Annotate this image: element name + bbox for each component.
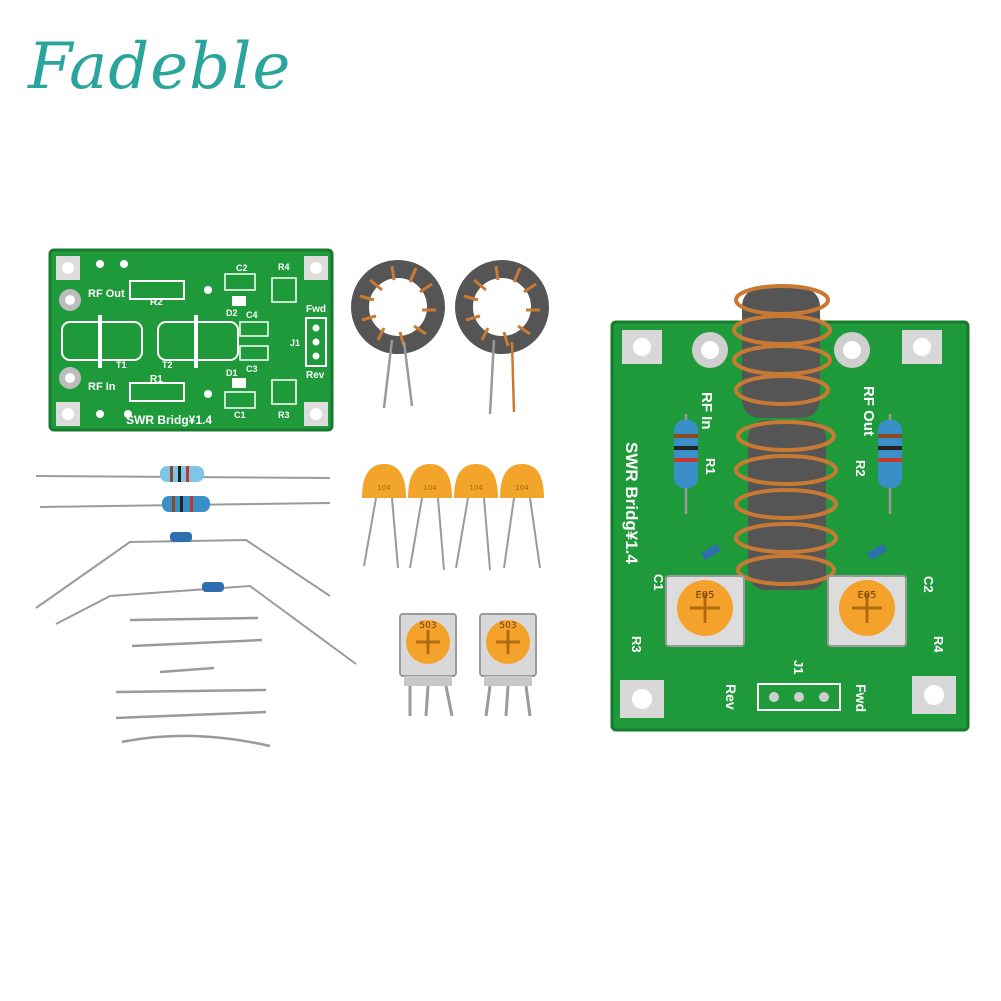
assembled-pcb: E05 E05 RF In RF Out R1 R2 C1 C2 R3 R4 J… [610,284,970,732]
bare-label-c1: C1 [234,410,246,420]
trimmer-marking-right: 503 [499,621,516,631]
board-label-r3: R3 [629,636,644,653]
bare-label-c2: C2 [236,263,248,273]
bare-label-rev: Rev [306,370,325,381]
board-label-r2: R2 [853,460,868,477]
trimmer-potentiometers: 503 503 [399,613,537,717]
bare-label-c4: C4 [246,310,258,320]
bare-label-r2: R2 [150,297,163,308]
board-label-rf-in: RF In [698,392,715,430]
bare-label-r4: R4 [278,262,290,272]
board-label-c2: C2 [921,576,936,593]
bare-label-t1: T1 [116,360,127,370]
toroid-left [351,260,445,409]
trimmer-marking-left: 503 [419,621,436,631]
bare-label-fwd: Fwd [306,304,326,315]
board-label-rf-out: RF Out [860,386,877,436]
board-label-r1: R1 [703,458,718,475]
bare-label-t2: T2 [162,360,173,370]
loose-resistors [35,466,357,748]
bare-pcb: RF Out RF In R2 R1 T1 T2 C2 D2 C4 C3 D1 … [48,248,334,432]
bare-label-r1: R1 [150,374,163,385]
brand-logo-text: Fadeble [28,30,292,104]
board-label-c1: C1 [651,574,666,591]
board-label-rev: Rev [723,684,739,710]
capacitor-marking-2: 104 [423,484,437,492]
capacitor-marking-4: 104 [515,484,529,492]
ceramic-capacitors: 104 104 104 104 [362,464,544,571]
board-label-j1: J1 [791,660,806,674]
board-trimmer-marking-right: E05 [857,590,876,601]
assembled-pcb-title: SWR Bridg¥1.4 [622,442,641,564]
bare-pcb-title: SWR Bridg¥1.4 [126,413,212,427]
capacitor-marking-1: 104 [377,484,391,492]
board-trimmer-marking-left: E05 [695,590,714,601]
bare-label-j1: J1 [290,338,300,348]
bare-label-c3: C3 [246,364,258,374]
board-label-r4: R4 [931,636,946,653]
bare-label-rf-out: RF Out [88,288,125,300]
bare-label-r3: R3 [278,410,290,420]
bare-label-d2: D2 [226,308,238,318]
bare-label-rf-in: RF In [88,381,116,393]
capacitor-marking-3: 104 [469,484,483,492]
bare-label-d1: D1 [226,368,238,378]
toroid-right [455,260,549,415]
board-label-fwd: Fwd [853,684,869,712]
